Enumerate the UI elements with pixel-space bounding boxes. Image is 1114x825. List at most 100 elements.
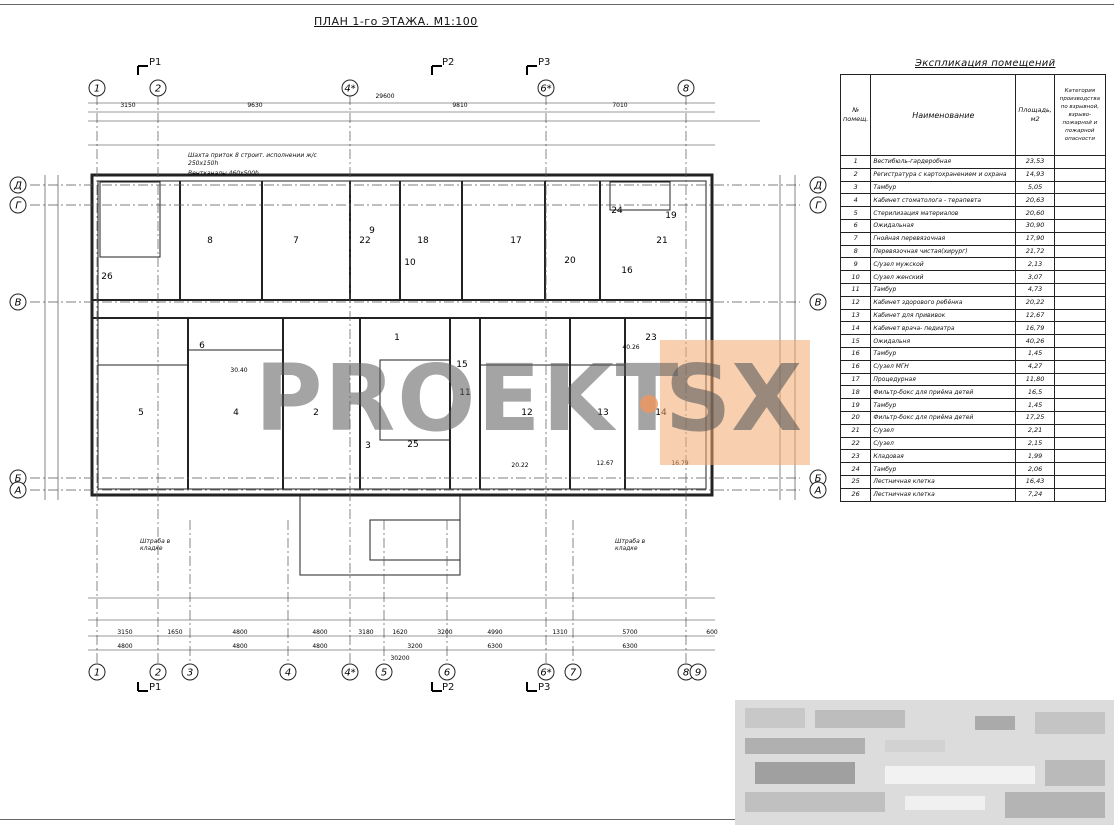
- room-number: 5: [138, 408, 144, 418]
- room-number: 8: [207, 236, 213, 246]
- num-cell: 21: [839, 423, 872, 438]
- watermark-text: PROEKT: [255, 345, 681, 452]
- vent-note: Вентканалы 460х500h: [188, 170, 259, 177]
- header-category: Категория производства по взрывной, взры…: [1053, 74, 1106, 156]
- dimension-bottom-row2: 4800: [232, 643, 247, 650]
- area-cell: 30,90: [1015, 218, 1055, 233]
- room-number: 9: [369, 226, 375, 236]
- header-name: Наименование: [870, 74, 1017, 156]
- name-cell: Тамбур: [870, 180, 1017, 195]
- area-cell: 23,53: [1015, 155, 1055, 169]
- header-area: Площадь, м2: [1015, 74, 1055, 156]
- axis-label-bottom-bubble: [564, 663, 582, 681]
- num-cell: 25: [839, 474, 872, 489]
- watermark-dot: [640, 395, 658, 413]
- room-number: 3: [365, 441, 371, 451]
- header-num: № помещ.: [839, 74, 872, 156]
- num-cell: 15: [839, 334, 872, 348]
- area-cell: 4,73: [1015, 282, 1055, 297]
- room-number: 22: [359, 236, 370, 246]
- axis-label-top-bubble: [677, 79, 695, 97]
- dimension-bottom-row2: 4800: [117, 643, 132, 650]
- axis-label-bottom-bubble: [279, 663, 297, 681]
- blurred-title-block: [735, 700, 1114, 825]
- num-cell: 13: [839, 308, 872, 323]
- num-cell: 3: [839, 180, 872, 195]
- axis-label-bottom-bubble: [689, 663, 707, 681]
- num-cell: 23: [839, 449, 872, 464]
- inner-wall-outline: [97, 180, 707, 490]
- num-cell: 16: [839, 359, 872, 374]
- dimension-bottom-row2: 4800: [312, 643, 327, 650]
- num-cell: 17: [839, 372, 872, 387]
- axis-label-bottom: 3: [187, 668, 193, 679]
- dimension-bottom: 4800: [232, 629, 247, 636]
- axis-label-bottom: 7: [570, 668, 577, 679]
- axis-label-bottom-bubble: [438, 663, 456, 681]
- num-cell: 22: [839, 436, 872, 451]
- num-cell: 19: [839, 398, 872, 412]
- category-cell: [1053, 462, 1106, 476]
- axis-label-top: 8: [683, 84, 689, 95]
- axis-label-bottom-bubble: [149, 663, 167, 681]
- room-number: 4: [233, 408, 239, 418]
- name-cell: Кабинет для прививок: [870, 308, 1017, 323]
- area-cell: 21,72: [1015, 244, 1055, 259]
- dimension-bottom: 3150: [117, 629, 132, 636]
- category-cell: [1053, 270, 1106, 284]
- category-cell: [1053, 398, 1106, 412]
- axis-label-left-bubble: [9, 196, 27, 214]
- room-area-label: 30.40: [230, 367, 247, 374]
- name-cell: Стерилизация материалов: [870, 206, 1017, 220]
- dimension-bottom: 4800: [312, 629, 327, 636]
- area-cell: 20,22: [1015, 295, 1055, 310]
- room-number: 21: [656, 236, 667, 246]
- dimension-top: 29600: [375, 93, 394, 100]
- area-cell: 3,07: [1015, 270, 1055, 284]
- category-cell: [1053, 410, 1106, 425]
- axis-label-left: А: [14, 486, 22, 497]
- area-cell: 20,60: [1015, 206, 1055, 220]
- room-area-label: 40.26: [622, 344, 639, 351]
- category-cell: [1053, 423, 1106, 438]
- num-cell: 11: [839, 282, 872, 297]
- dimension-bottom: 30200: [390, 655, 409, 662]
- room-number: 24: [611, 206, 623, 216]
- category-cell: [1053, 167, 1106, 182]
- axis-label-top-bubble: [88, 79, 106, 97]
- axis-label-right-bubble: [809, 481, 827, 499]
- ramp: [369, 519, 461, 561]
- area-cell: 16,43: [1015, 474, 1055, 489]
- sheet-top-border: [0, 4, 1114, 5]
- name-cell: С/узел: [870, 436, 1017, 451]
- room-number: 26: [101, 272, 113, 282]
- num-cell: 12: [839, 295, 872, 310]
- axis-label-right: А: [814, 486, 822, 497]
- axis-label-left-bubble: [9, 481, 27, 499]
- num-cell: 14: [839, 321, 872, 336]
- dimension-bottom-row2: 6300: [487, 643, 502, 650]
- room-number: 6: [199, 341, 205, 351]
- axis-label-top: 4*: [344, 84, 355, 95]
- dimension-bottom: 600: [706, 629, 718, 636]
- axis-label-left: В: [15, 298, 22, 309]
- axis-label-bottom: 4*: [344, 668, 355, 679]
- category-cell: [1053, 244, 1106, 259]
- section-label: Р2: [442, 682, 455, 693]
- name-cell: Кабинет стоматолога - терапевта: [870, 193, 1017, 208]
- area-cell: 16,5: [1015, 385, 1055, 400]
- area-cell: 2,06: [1015, 462, 1055, 476]
- axis-label-left: Б: [15, 474, 22, 485]
- axis-label-right-bubble: [809, 196, 827, 214]
- category-cell: [1053, 321, 1106, 336]
